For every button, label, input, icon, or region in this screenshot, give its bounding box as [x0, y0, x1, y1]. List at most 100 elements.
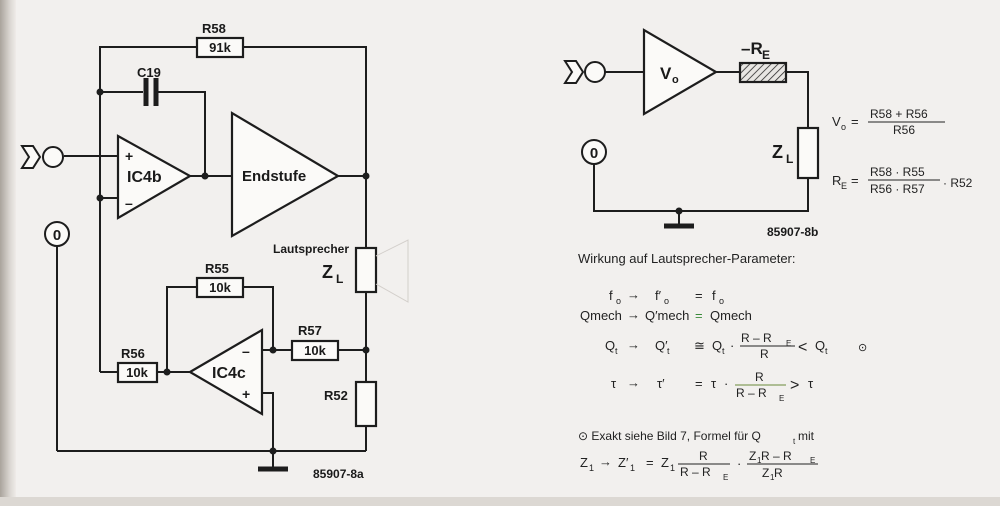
effects-row5-den2: Z [762, 466, 769, 480]
negative-resistance-re: –R E [738, 39, 788, 84]
effects-row5-c-sub: 1 [670, 463, 675, 473]
amplifier-vo: V o [642, 28, 719, 116]
re-formula-num: R58 · R55 [870, 165, 925, 179]
effects-note-tail: mit [798, 429, 815, 443]
re-label: –R [741, 39, 763, 58]
vo-formula-lhs: V [832, 114, 841, 129]
effect-row-fo: f o → f′ o = f o [609, 287, 724, 306]
effects-row4-dot: · [724, 376, 728, 391]
resistor-r57: R57 10k [290, 323, 340, 362]
effects-row3-b-sub: t [667, 346, 670, 356]
effects-row1-b: f′ [655, 288, 662, 303]
left-junctions [96, 88, 370, 455]
r55-name: R55 [205, 261, 229, 276]
effects-row1-b-sub: o [664, 296, 669, 306]
r58-value: 91k [209, 40, 231, 55]
effects-row5-b: Z′ [618, 455, 629, 470]
re-formula-den: R56 · R57 [870, 182, 925, 196]
formula-re: R E = R58 · R55 R56 · R57 · R52 [832, 165, 973, 196]
effects-row5-den-sub: E [723, 473, 728, 482]
effects-row5-a: Z [580, 455, 588, 470]
figure-id-a: 85907-8a [313, 467, 364, 481]
resistor-r55: R55 10k [195, 261, 245, 299]
ground-terminal-right-label: 0 [590, 145, 598, 162]
re-formula-tail: · R52 [943, 176, 973, 190]
effects-row3-a-sub: t [615, 346, 618, 356]
effects-row5-eq: = [646, 455, 654, 470]
r55-value: 10k [209, 280, 231, 295]
left-wires [56, 46, 367, 472]
ic4c-plus: + [242, 386, 250, 402]
effects-row5-num: R [699, 449, 708, 463]
re-formula-lhs-sub: E [841, 181, 847, 191]
ground-terminal-left: 0 [44, 221, 70, 247]
ic4b-plus: + [125, 148, 133, 164]
effects-row2-arrow: → [627, 307, 640, 322]
input-terminal-right-icon [563, 60, 606, 84]
formula-vo: V o = R58 + R56 R56 [832, 107, 945, 137]
effects-row5-den: R – R [680, 465, 711, 479]
effects-row4-d: τ [808, 376, 814, 391]
effects-row3-lt: < [798, 339, 807, 356]
effects-row3-mark: ⊙ [858, 342, 867, 354]
opamp-ic4c: – + IC4c [187, 328, 264, 416]
figure-id-b: 85907-8b [767, 225, 818, 239]
effects-row3-c: Q [712, 338, 722, 353]
ground-terminal-label: 0 [53, 227, 61, 244]
ic4c-label: IC4c [212, 365, 246, 382]
effects-row4-arrow: → [627, 375, 640, 390]
effects-row5-num2-sub: 1 [757, 456, 762, 465]
effects-row4-b: τ′ [657, 376, 665, 391]
ic4b-label: IC4b [127, 169, 162, 186]
vo-formula-lhs-sub: o [841, 122, 846, 132]
vo-formula-den: R56 [893, 123, 915, 137]
resistor-r52: R52 [324, 380, 378, 428]
lautsprecher-label: Lautsprecher [273, 242, 349, 256]
effects-row5-num2: Z [749, 449, 756, 463]
effect-row-z1: Z 1 → Z′ 1 = Z 1 R R – R E · Z 1 R – R E… [580, 449, 818, 482]
r58-name: R58 [202, 21, 226, 36]
effects-row3-num-sub: E [786, 339, 791, 348]
effects-heading: Wirkung auf Lautsprecher-Parameter: [578, 251, 795, 266]
zl-label: Z [322, 262, 333, 282]
vo-formula-num: R58 + R56 [870, 107, 928, 121]
right-wires [593, 71, 809, 229]
effects-row3-dot: · [730, 338, 734, 353]
re-formula-lhs: R [832, 173, 841, 188]
zl-sub: L [336, 272, 343, 286]
effects-row1-arrow: → [627, 287, 640, 302]
effects-row2-b: Q′mech [645, 308, 689, 323]
input-terminal-icon [20, 145, 64, 169]
effects-section: Wirkung auf Lautsprecher-Parameter: f o … [578, 251, 867, 482]
effects-row4-den-sub: E [779, 394, 784, 403]
load-zl: Z L [772, 126, 820, 180]
effects-row3-d: Q [815, 338, 825, 353]
c19-label: C19 [137, 65, 161, 80]
zl-right-label: Z [772, 142, 783, 162]
effects-note: ⊙ Exakt siehe Bild 7, Formel für Q [578, 429, 761, 443]
zl-right-sub: L [786, 152, 793, 166]
effect-row-qmech: Qmech → Q′mech = Qmech [580, 307, 752, 323]
capacitor-c19: C19 [137, 65, 161, 106]
vo-formula-eq: = [851, 114, 859, 129]
re-sub: E [762, 48, 770, 62]
vo-label: V [660, 64, 672, 83]
effects-row1-c: f [712, 288, 716, 303]
effects-row5-c: Z [661, 455, 669, 470]
ground-terminal-right: 0 [581, 139, 607, 165]
ic4b-minus: – [125, 195, 133, 211]
effects-row4-eq: = [695, 376, 703, 391]
effects-row5-dot: · [737, 456, 741, 471]
effect-row-qt: Q t → Q′ t ≅ Q t · R – R E R < Q t ⊙ [605, 331, 867, 361]
resistor-r58: R58 91k [195, 21, 245, 59]
effects-row4-den: R – R [736, 386, 767, 400]
r52-name: R52 [324, 388, 348, 403]
effects-row1-eq: = [695, 288, 703, 303]
opamp-ic4b: + – IC4b [116, 134, 193, 220]
effects-row5-num2-tail: R – R [761, 449, 792, 463]
effects-row2-c: Qmech [710, 308, 752, 323]
effects-row3-arrow: → [627, 337, 640, 352]
r57-name: R57 [298, 323, 322, 338]
